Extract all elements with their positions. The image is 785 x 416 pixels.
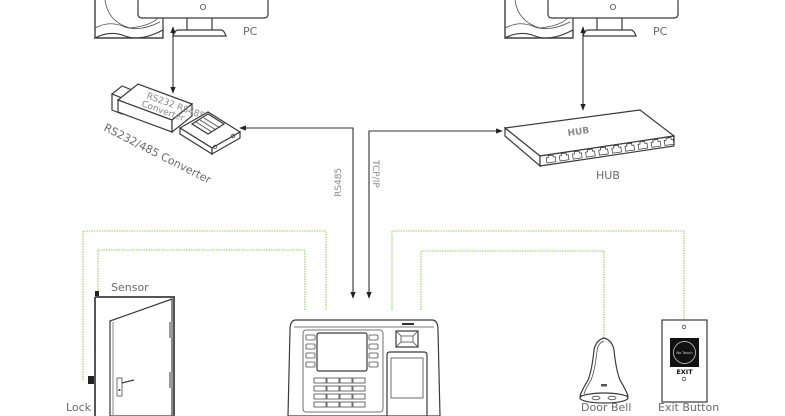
terminal-key — [352, 385, 366, 392]
terminal-key — [313, 385, 327, 392]
tcpip-link: TCP/IP — [366, 128, 503, 299]
hub-icon: HUB — [503, 109, 676, 168]
rs485-label: RS485 — [334, 168, 344, 197]
hub-port — [650, 139, 662, 148]
terminal-key — [339, 385, 353, 392]
hub-port — [545, 154, 557, 164]
terminal-key — [339, 401, 353, 408]
terminal-camera-icon — [395, 330, 419, 348]
terminal-key — [326, 385, 340, 392]
terminal-key — [326, 401, 340, 408]
exit-button-exit-text: EXIT — [676, 368, 693, 376]
pc-left: PC — [94, 0, 269, 39]
door-hinge-bottom — [169, 372, 173, 388]
hub-label: HUB — [596, 169, 620, 182]
terminal-key — [352, 377, 366, 384]
hub-body-text: HUB — [567, 126, 590, 139]
terminal-key — [326, 377, 340, 384]
pc-right-label: PC — [653, 25, 668, 38]
terminal-key — [313, 377, 327, 384]
terminal-side-key — [368, 343, 379, 350]
door-handle-icon — [116, 377, 135, 397]
hub-ports — [545, 137, 675, 164]
tcpip-label: TCP/IP — [370, 159, 380, 188]
sensor-icon — [95, 291, 99, 298]
terminal-screen — [316, 332, 368, 372]
hub-port — [585, 148, 596, 158]
hub-port — [558, 152, 570, 162]
terminal-key — [352, 393, 366, 400]
terminal-key — [352, 401, 366, 408]
terminal-key — [339, 393, 353, 400]
terminal-side-key — [305, 361, 316, 368]
terminal-side-key — [368, 361, 379, 368]
door-bell-wire — [420, 250, 605, 338]
terminal-side-key — [305, 334, 316, 341]
terminal-side-key — [305, 343, 316, 350]
lock-wire — [82, 230, 327, 380]
access-control-terminal-icon — [287, 319, 441, 416]
fingerprint-sensor-icon — [386, 351, 428, 416]
hub-port — [611, 144, 622, 154]
hub-port — [637, 141, 649, 150]
lock-label: Lock — [66, 401, 92, 414]
door-bell-icon — [579, 337, 629, 404]
exit-button-icon: No Touch EXIT — [661, 319, 708, 403]
door-hinge-top — [169, 322, 173, 338]
terminal-key — [339, 377, 353, 384]
terminal-side-key — [305, 352, 316, 359]
door-icon — [88, 291, 175, 416]
terminal-side-key — [368, 334, 379, 341]
pc-left-label: PC — [243, 25, 258, 38]
lock-icon — [88, 376, 94, 384]
hub-port — [624, 142, 635, 152]
hub-port — [663, 137, 675, 146]
hub-port — [572, 150, 583, 160]
exit-button-label: Exit Button — [658, 401, 719, 414]
pc-left-tower-icon — [94, 0, 164, 39]
exit-button-face-text: No Touch — [676, 351, 692, 355]
rs485-link: RS485 — [239, 125, 356, 299]
wires — [82, 230, 685, 380]
terminal-side-key — [368, 352, 379, 359]
pc-right: PC — [504, 0, 679, 39]
pc-right-tower-icon — [504, 0, 574, 39]
door-bell-label: Door Bell — [581, 401, 631, 414]
sensor-wire — [97, 249, 306, 310]
terminal-side-keys — [305, 334, 379, 368]
sensor-label: Sensor — [111, 281, 149, 294]
exit-button-wire — [391, 230, 685, 320]
terminal-keypad — [313, 377, 366, 408]
hub-port — [598, 146, 609, 156]
pc-right-monitor-icon — [547, 0, 679, 37]
terminal-key — [326, 393, 340, 400]
terminal-key — [313, 401, 327, 408]
terminal-key — [313, 393, 327, 400]
pc-left-monitor-icon — [137, 0, 269, 37]
